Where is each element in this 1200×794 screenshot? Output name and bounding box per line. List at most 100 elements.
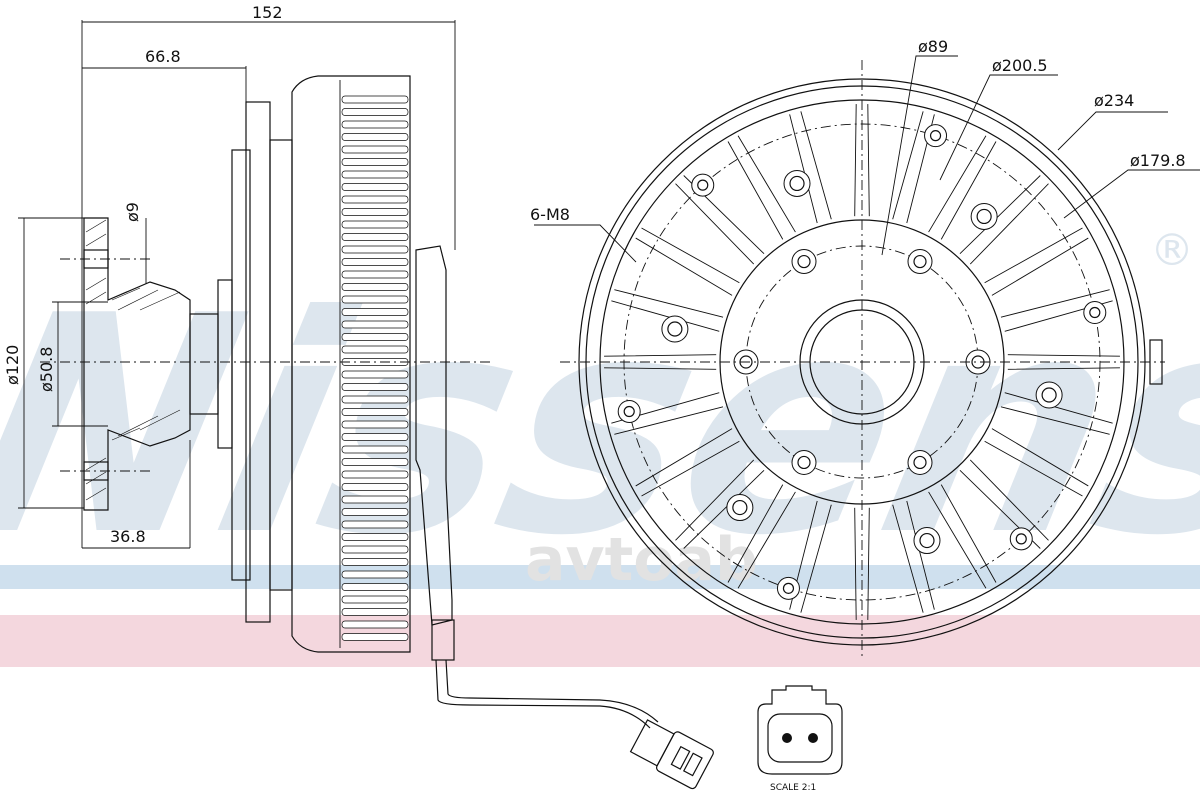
fin bbox=[341, 308, 409, 316]
rib bbox=[635, 227, 740, 296]
rib bbox=[959, 175, 1049, 265]
fin bbox=[341, 570, 409, 579]
fin bbox=[341, 108, 409, 116]
fin bbox=[341, 558, 409, 566]
cooling-fins bbox=[341, 95, 409, 641]
brand-watermark: Nissens bbox=[0, 251, 1200, 601]
rib bbox=[984, 428, 1089, 497]
fin bbox=[341, 458, 409, 466]
outer-bolt-hole-bore bbox=[697, 179, 709, 191]
fin bbox=[341, 508, 409, 516]
fin bbox=[341, 420, 409, 429]
dim-center-bore: ø89 bbox=[918, 37, 948, 56]
rib bbox=[984, 227, 1089, 296]
thread-spec-label: 6-M8 bbox=[530, 205, 570, 224]
inner-bolt-hole-bore bbox=[797, 455, 811, 470]
fin bbox=[341, 333, 409, 341]
fin bbox=[341, 370, 409, 379]
fin bbox=[341, 208, 409, 216]
fin bbox=[341, 533, 409, 541]
dim-flange-depth: 36.8 bbox=[110, 527, 146, 546]
outer-bolt-hole-bore bbox=[929, 130, 942, 142]
fin bbox=[341, 220, 409, 229]
fin bbox=[341, 120, 409, 129]
fin bbox=[341, 133, 409, 141]
fin bbox=[341, 595, 409, 604]
side-view bbox=[18, 20, 714, 790]
fin bbox=[341, 270, 409, 279]
dim-outer-diameter: ø234 bbox=[1094, 91, 1134, 110]
mid-bolt-hole-bore bbox=[1041, 387, 1057, 403]
rib bbox=[928, 484, 997, 589]
rib bbox=[727, 135, 796, 240]
fin bbox=[341, 433, 409, 441]
mid-bolt-hole-bore bbox=[919, 532, 935, 549]
rib bbox=[1007, 354, 1120, 370]
fin bbox=[341, 395, 409, 404]
inner-bolt-hole-bore bbox=[913, 254, 927, 269]
fin bbox=[341, 320, 409, 329]
fin bbox=[341, 620, 409, 629]
inner-bolt-hole-bore bbox=[913, 455, 927, 470]
outer-bolt-hole-bore bbox=[623, 405, 635, 418]
dim-bolt-hole: ø9 bbox=[123, 202, 142, 222]
mid-bolt-hole-bore bbox=[667, 321, 683, 337]
outer-bolt-hole-bore bbox=[1015, 533, 1027, 545]
rib bbox=[675, 459, 765, 549]
fin bbox=[341, 258, 409, 266]
dim-inner-ring: ø179.8 bbox=[1130, 151, 1186, 170]
fin bbox=[341, 183, 409, 191]
rib bbox=[604, 354, 717, 370]
fin bbox=[341, 545, 409, 554]
fin bbox=[341, 608, 409, 616]
fin bbox=[341, 158, 409, 166]
rib bbox=[928, 135, 997, 240]
fin bbox=[341, 470, 409, 479]
fin bbox=[341, 233, 409, 241]
secondary-watermark: avtoab bbox=[525, 525, 758, 595]
fin bbox=[341, 283, 409, 291]
fin bbox=[341, 633, 409, 641]
inner-bolt-hole-bore bbox=[797, 254, 811, 269]
fin bbox=[341, 195, 409, 204]
dim-hub-offset: 66.8 bbox=[145, 47, 181, 66]
fin bbox=[341, 170, 409, 179]
rib bbox=[1000, 392, 1113, 435]
dim-bore-diameter: ø50.8 bbox=[37, 347, 56, 392]
fin bbox=[341, 483, 409, 491]
fin bbox=[341, 95, 409, 104]
rib bbox=[727, 484, 796, 589]
rib bbox=[892, 500, 935, 613]
outer-bolt-hole-bore bbox=[782, 582, 795, 594]
mid-bolt-hole-bore bbox=[976, 208, 992, 225]
fin bbox=[341, 383, 409, 391]
dim-flange-diameter: ø120 bbox=[3, 345, 22, 385]
fin bbox=[341, 345, 409, 354]
front-view bbox=[534, 55, 1200, 660]
rib-spokes bbox=[604, 104, 1120, 620]
pink-band bbox=[0, 615, 1200, 667]
scale-label: SCALE 2:1 bbox=[770, 783, 816, 793]
dim-overall-length: 152 bbox=[252, 3, 283, 22]
rib bbox=[611, 289, 724, 332]
outer-bolt-hole-bore bbox=[1089, 306, 1101, 319]
fin bbox=[341, 295, 409, 304]
dim-bolt-circle: ø200.5 bbox=[992, 56, 1048, 75]
fin bbox=[341, 583, 409, 591]
fin bbox=[341, 495, 409, 504]
fin bbox=[341, 520, 409, 529]
fin bbox=[341, 408, 409, 416]
rib bbox=[854, 104, 870, 217]
fin bbox=[341, 245, 409, 254]
mid-bolt-hole-bore bbox=[789, 175, 805, 192]
rib bbox=[789, 111, 832, 224]
fin bbox=[341, 145, 409, 154]
fin bbox=[341, 445, 409, 454]
rib bbox=[635, 428, 740, 497]
connector-detail bbox=[757, 685, 843, 775]
rib bbox=[854, 507, 870, 620]
registered-mark: ® bbox=[1150, 225, 1194, 276]
mid-bolt-hole-bore bbox=[732, 499, 748, 516]
connector-plug bbox=[629, 719, 714, 790]
